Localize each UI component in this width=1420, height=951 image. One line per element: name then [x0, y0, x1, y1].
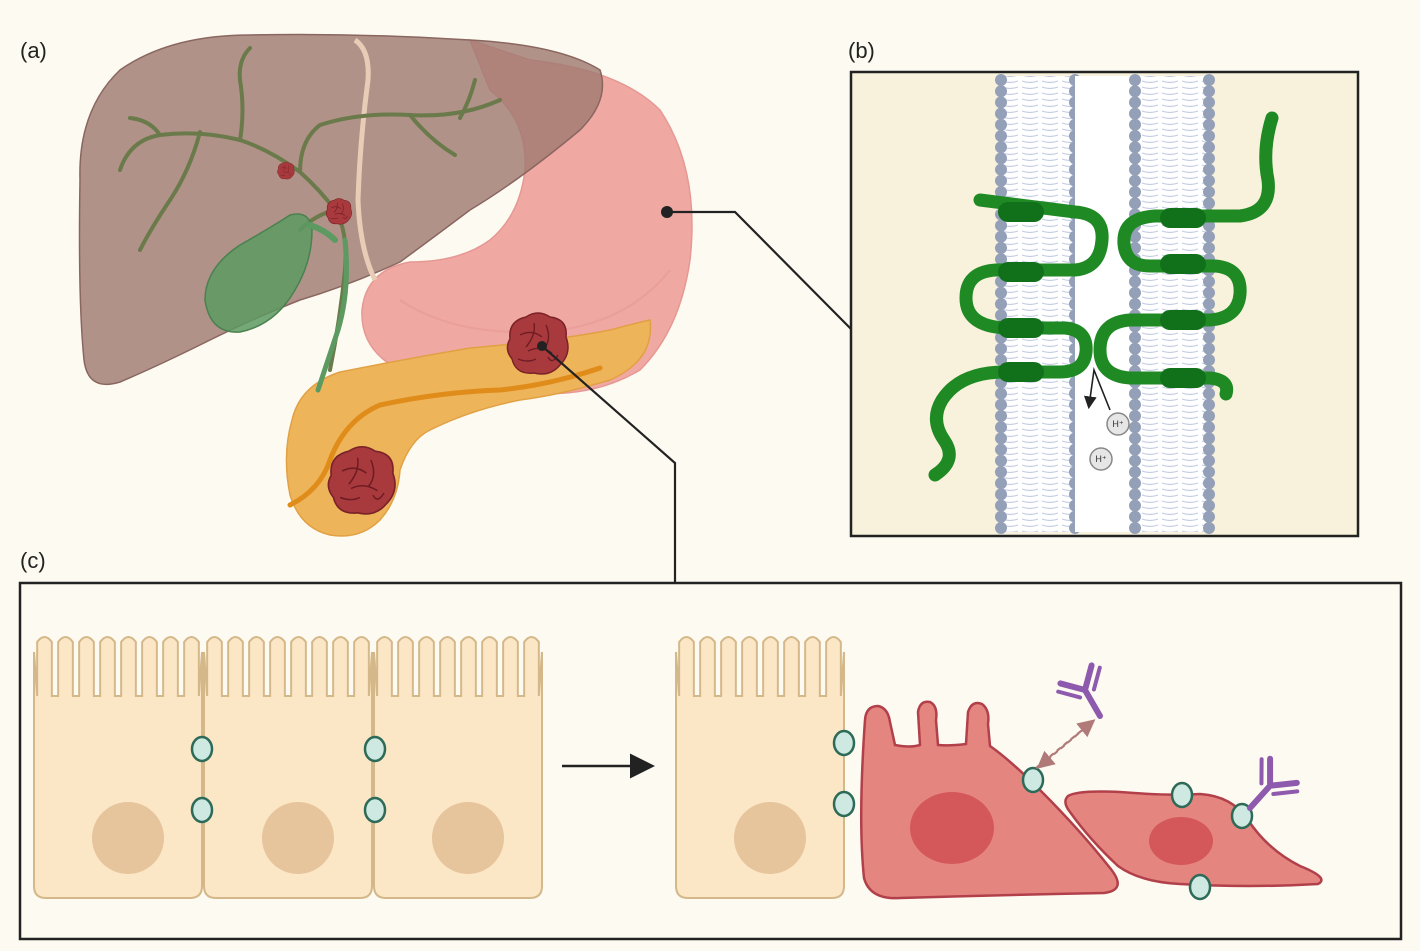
- falciform-ligament: [353, 37, 378, 282]
- antibody-free: [1056, 662, 1103, 719]
- cancer-nucleus-large: [910, 792, 994, 864]
- junction-marker-cancer-large: [1021, 766, 1045, 794]
- junction-marker-cancer-elongated-top: [1170, 781, 1194, 809]
- membrane-left: [995, 74, 1081, 534]
- panel-c-label: (c): [20, 548, 46, 573]
- connector-tumor-to-c: [537, 341, 677, 583]
- nucleus: [262, 802, 334, 874]
- cancer-cell-large: [859, 700, 1119, 900]
- membrane-protein-right: [1093, 111, 1279, 401]
- antibody-bound: [1247, 755, 1300, 811]
- proton-flow-arrow: [1083, 366, 1111, 411]
- antibody-binding-arrow: [1035, 719, 1096, 769]
- remaining-normal-cell: [675, 636, 845, 899]
- membrane-right: [1129, 74, 1215, 534]
- panel-b-label: (b): [848, 38, 875, 63]
- bile-duct-tumor: [325, 198, 352, 225]
- transmembrane-helices-right: [1160, 208, 1206, 388]
- junction-marker-free-1: [832, 729, 856, 757]
- junction-marker-2: [190, 796, 214, 824]
- proton-ion-1: H⁺: [1106, 412, 1130, 436]
- pancreatic-duct: [287, 365, 603, 508]
- transmembrane-helices-left: [998, 202, 1044, 382]
- nucleus: [92, 802, 164, 874]
- normal-epithelium: [33, 636, 543, 899]
- normal-cell-2: [203, 636, 373, 899]
- normal-cell-1: [33, 636, 203, 899]
- junction-marker-1: [190, 735, 214, 763]
- junction-marker-4: [363, 796, 387, 824]
- junction-marker-cancer-elongated-bottom: [1188, 873, 1212, 901]
- svg-text:H⁺: H⁺: [1112, 419, 1123, 429]
- junction-marker-free-2: [832, 790, 856, 818]
- organ-illustration: [78, 33, 693, 537]
- liver-tumor-small: [277, 161, 295, 180]
- cancer-nucleus-elongated: [1149, 817, 1213, 865]
- panel-a-label: (a): [20, 38, 47, 63]
- gallbladder: [204, 213, 313, 333]
- pancreas-tumor: [327, 445, 396, 515]
- membrane-protein-left: [928, 193, 1109, 482]
- common-bile-duct: [315, 237, 349, 393]
- svg-text:H⁺: H⁺: [1095, 454, 1106, 464]
- connector-stomach-to-b: [661, 206, 853, 331]
- normal-cell-3: [373, 636, 543, 899]
- junction-marker-3: [363, 735, 387, 763]
- nucleus: [734, 802, 806, 874]
- proton-ion-2: H⁺: [1089, 447, 1113, 471]
- nucleus: [432, 802, 504, 874]
